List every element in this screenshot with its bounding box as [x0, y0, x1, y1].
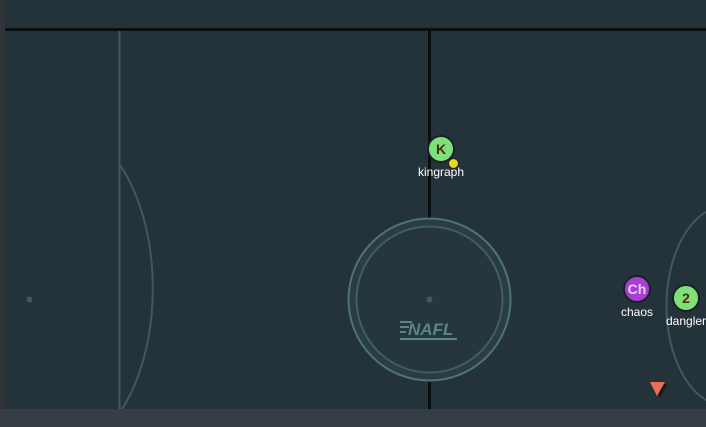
left-crease-arc: [119, 164, 154, 413]
player-initials: 2: [682, 290, 690, 306]
player-initials: Ch: [627, 281, 647, 297]
player-name: dangler: [666, 314, 706, 328]
player-token-kingraph[interactable]: K kingraph: [411, 135, 471, 179]
player-token-chaos[interactable]: Ch chaos: [607, 275, 667, 319]
player-avatar-icon: 2: [672, 284, 700, 312]
bottom-bar: [0, 409, 706, 427]
center-logo: NAFL: [400, 320, 457, 340]
triangle-marker: [650, 382, 665, 396]
player-token-dangler[interactable]: 2 dangler: [665, 284, 706, 328]
player-initials: K: [435, 141, 447, 157]
logo-stripe-1: [400, 321, 412, 323]
center-logo-text: NAFL: [408, 320, 453, 339]
player-name: chaos: [620, 305, 654, 319]
right-crease-arc: [665, 211, 706, 401]
left-strip: [0, 0, 5, 427]
status-dot-icon: [448, 158, 459, 169]
logo-stripe-3: [400, 331, 406, 333]
triangle-marker-icon[interactable]: [650, 382, 667, 398]
logo-stripe-2: [400, 326, 409, 328]
pitch-surface: [5, 0, 706, 409]
left-faceoff-dot: [26, 296, 33, 303]
player-avatar-icon: Ch: [623, 275, 651, 303]
center-dot: [426, 296, 433, 303]
